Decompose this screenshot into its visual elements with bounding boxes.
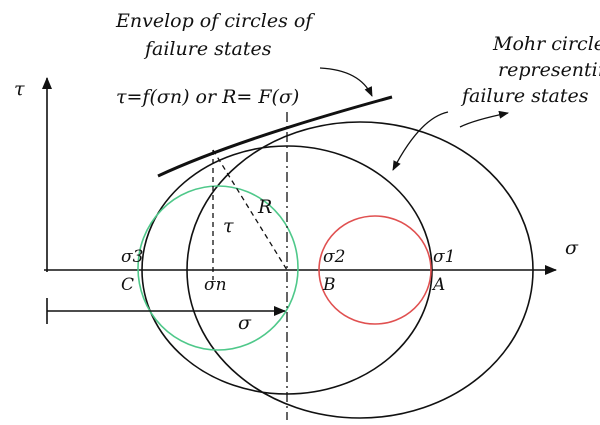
failure-equation: τ=f(σn) or R= F(σ) [116,86,299,108]
mohr-pointer-2 [459,110,509,128]
sigma1-label: σ1 [433,247,455,267]
mohr-circle-green [137,185,299,351]
r-segment-label: R [257,196,272,218]
mohr-label-line3: failure states [460,85,589,107]
point-a-label: A [431,275,445,295]
sigma-n-label: σn [204,275,227,295]
radius-dashed-segment [212,149,288,271]
sigma-axis-label: σ [565,237,579,259]
point-b-label: B [322,275,336,295]
mohr-circle-outer [186,121,534,419]
mohr-circle-red [318,215,432,325]
mohr-label-line2: representing [498,59,600,81]
failure-envelope [157,95,393,178]
envelope-label-line2: failure states [143,38,272,60]
envelope-label-line1: Envelop of circles of [115,10,315,32]
sigma3-label: σ3 [121,247,143,267]
tau-axis-label: τ [14,78,25,100]
sigma2-label: σ2 [323,247,345,267]
mohr-label-line1: Mohr circles [492,33,600,55]
point-c-label: C [121,275,134,295]
envelope-pointer [319,67,373,97]
mohr-pointer-1 [392,111,449,171]
sigma-arrow-label: σ [238,312,252,334]
tau-segment-label: τ [223,215,234,237]
